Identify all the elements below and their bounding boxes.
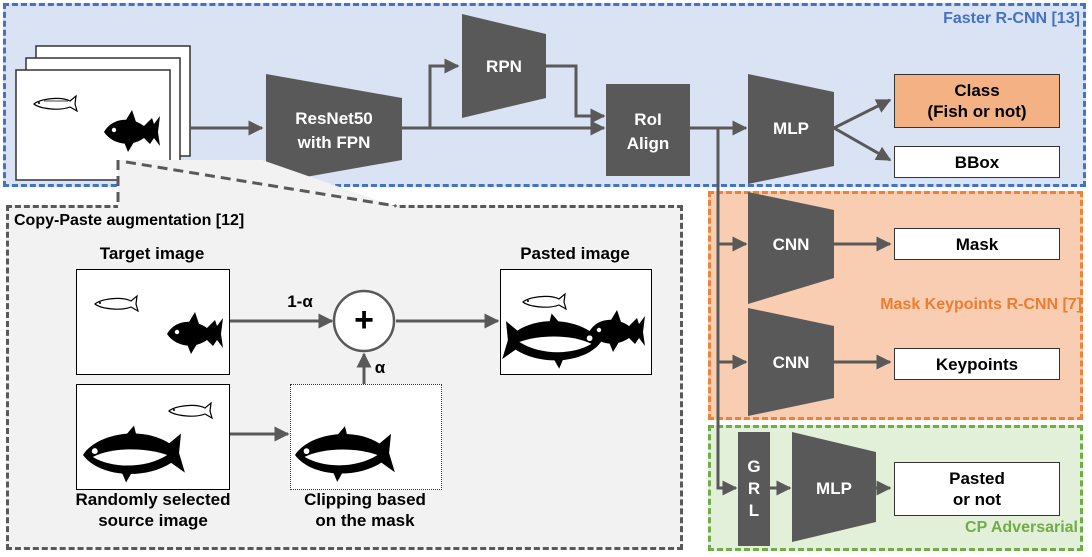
clip-label-line2: on the mask (315, 511, 415, 530)
backbone-label-1: ResNet50 (295, 109, 373, 128)
mlp-adversarial-label: MLP (816, 479, 852, 498)
clipped-fish-image (290, 384, 442, 490)
faster-rcnn-label: Faster R-CNN [13] (943, 10, 1080, 27)
mlp-head-label: MLP (773, 119, 809, 138)
weight-target-label: 1-α (287, 292, 313, 311)
pasted-label-line2: or not (952, 490, 1002, 509)
roi-label-2: Align (627, 134, 670, 153)
bbox-output-box: BBox (894, 146, 1060, 178)
target-image (76, 269, 230, 375)
mask-keypoints-label: Mask Keypoints R-CNN [7] (880, 296, 1082, 313)
pasted-image-label: Pasted image (520, 244, 630, 263)
mlp-head-block (748, 74, 834, 184)
mask-output-box: Mask (894, 228, 1060, 260)
cnn-mask-label: CNN (773, 235, 810, 254)
roi-align-block (606, 84, 690, 176)
roi-label-1: RoI (634, 110, 661, 129)
cnn-keypoints-label: CNN (773, 353, 810, 372)
pasted-output-box: Pasted or not (894, 462, 1060, 516)
grl-label-l: L (749, 501, 759, 520)
grl-label-r: R (748, 479, 760, 498)
copy-paste-label: Copy-Paste augmentation [12] (14, 212, 245, 229)
mlp-adversarial-block (792, 432, 876, 542)
target-image-label: Target image (99, 244, 205, 263)
input-image-stack (15, 45, 191, 181)
cnn-mask-block (748, 192, 834, 304)
rpn-block (462, 14, 546, 118)
pasted-label-line1: Pasted (949, 469, 1005, 488)
copy-paste-region (6, 205, 683, 550)
clip-label-line1: Clipping based (304, 490, 426, 509)
weight-alpha-label: α (374, 358, 386, 377)
source-label-line1: Randomly selected (75, 490, 231, 509)
backbone-block (266, 74, 402, 184)
source-image-label: Randomly selected source image (58, 489, 248, 531)
grl-label-g: G (747, 457, 760, 476)
rpn-label: RPN (486, 57, 522, 76)
pasted-image (500, 269, 652, 375)
source-label-line2: source image (98, 511, 208, 530)
plus-sign: + (354, 301, 374, 339)
class-label-line2: (Fish or not) (927, 102, 1027, 121)
add-operator-icon (332, 289, 396, 353)
source-image (76, 384, 230, 490)
clipping-label: Clipping based on the mask (280, 489, 450, 531)
keypoints-output-box: Keypoints (894, 348, 1060, 380)
class-label-line1: Class (954, 81, 1000, 100)
cnn-keypoints-block (748, 308, 834, 416)
class-output-box: Class (Fish or not) (894, 74, 1060, 128)
backbone-label-2: with FPN (297, 133, 371, 152)
grl-block (738, 432, 770, 546)
cp-adversarial-label: CP Adversarial (965, 519, 1078, 536)
